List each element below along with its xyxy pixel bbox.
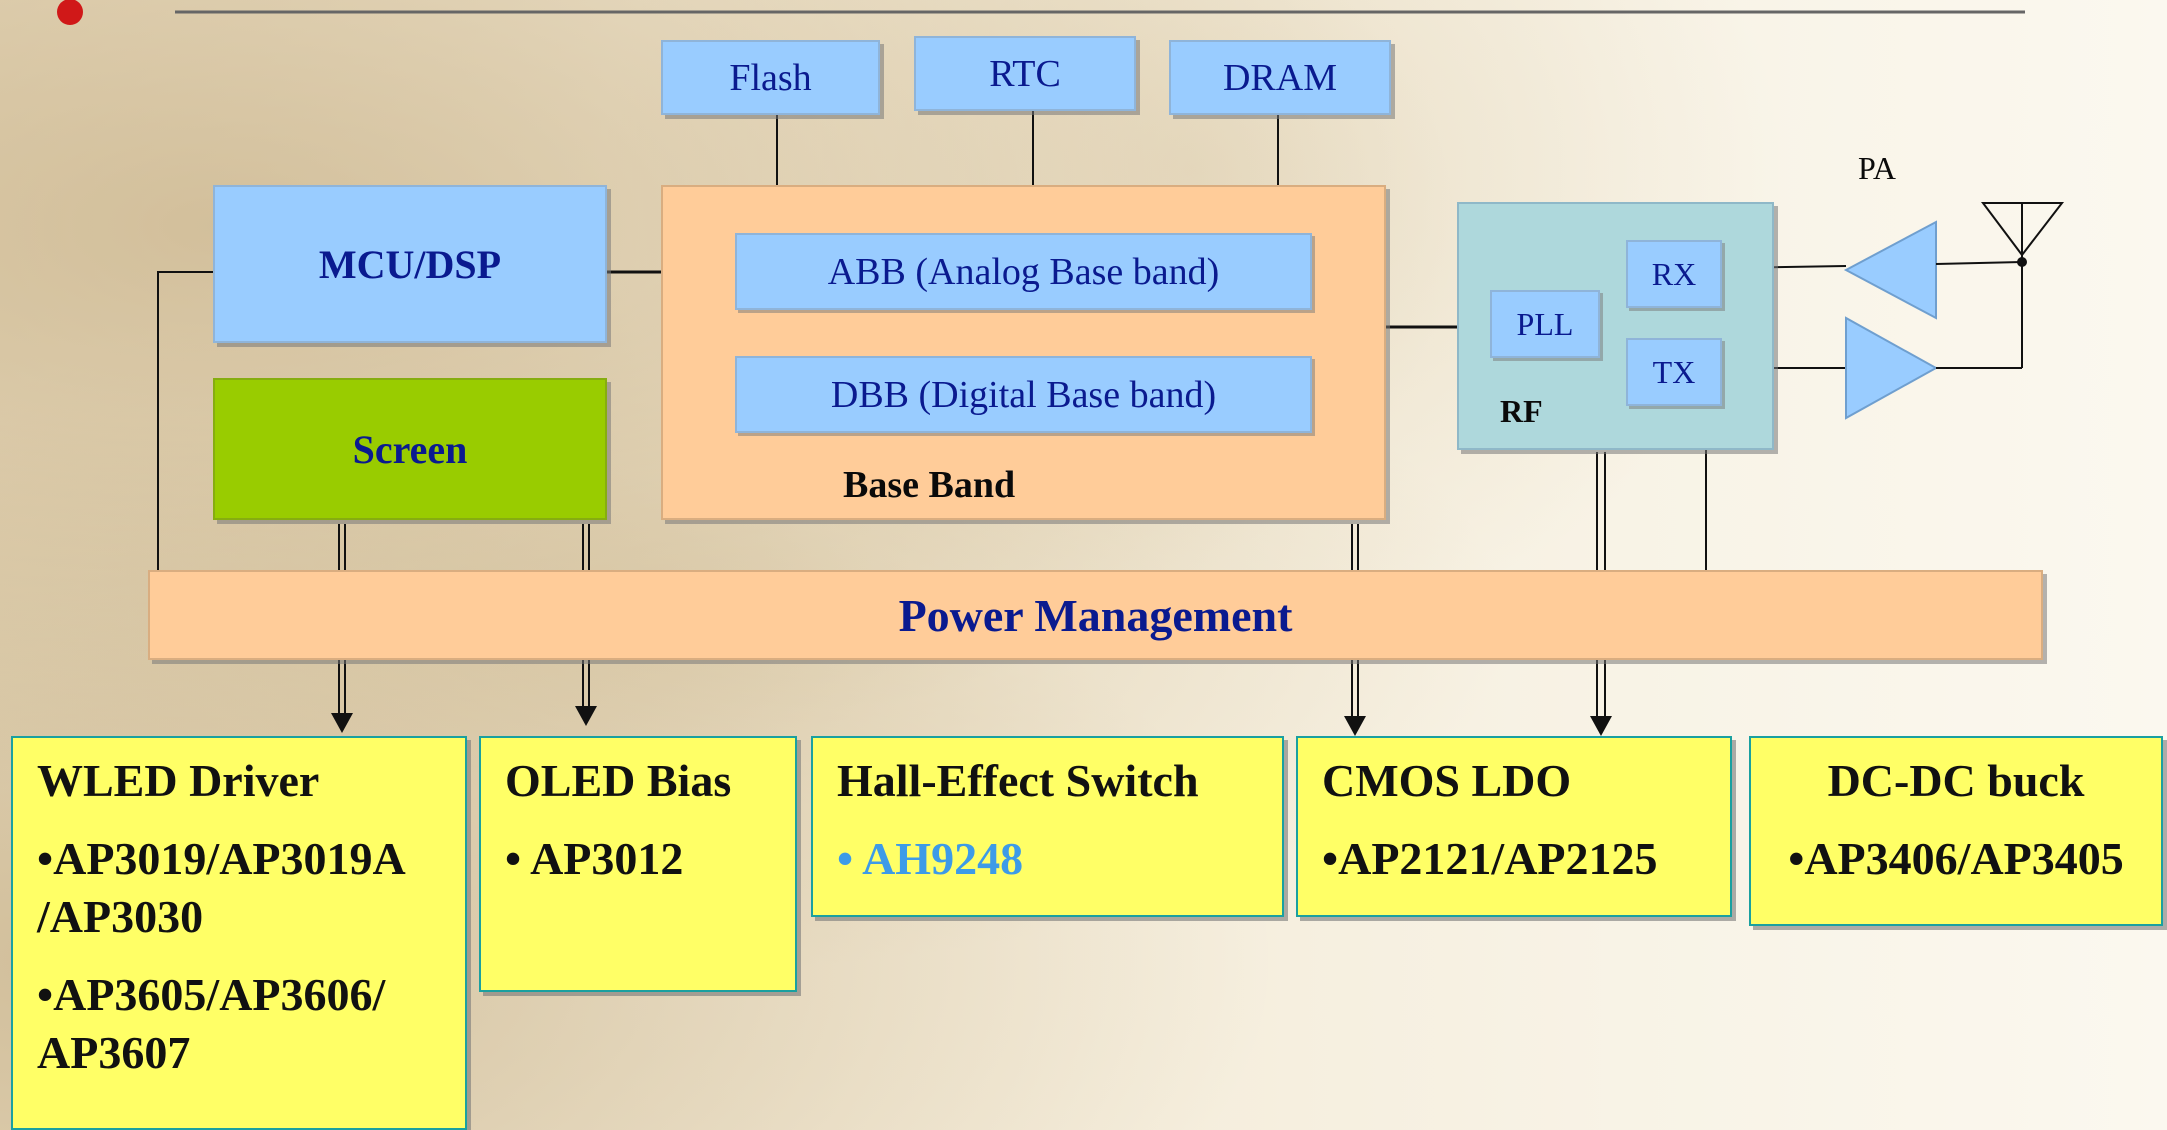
dram-label: DRAM (1222, 56, 1338, 99)
dbb-label: DBB (Digital Base band) (830, 373, 1217, 416)
product-title: DC-DC buck (1827, 755, 2085, 806)
tx-label: TX (1652, 353, 1696, 390)
product-cmos-ldo: CMOS LDO •AP2121/AP2125 (1296, 736, 1732, 917)
mcu-dsp-module: MCU/DSP (213, 185, 607, 343)
antenna-icon (1981, 202, 2065, 262)
power-management-bar: Power Management (148, 570, 2043, 660)
arrow-to-cmos-ldo-2 (1590, 660, 1612, 736)
power-management-label: Power Management (898, 589, 1293, 641)
product-title: Hall-Effect Switch (837, 755, 1199, 806)
dram-module: DRAM (1169, 40, 1391, 115)
arrow-to-oled (575, 660, 597, 726)
rf-title: RF (1500, 393, 1543, 429)
product-title: OLED Bias (505, 755, 732, 806)
mcu-power-link (157, 271, 213, 570)
product-item: •AP3605/AP3606/ AP3607 (37, 969, 386, 1078)
flash-label: Flash (729, 56, 812, 99)
pa-label: PA (1858, 150, 1896, 186)
rx-label: RX (1651, 255, 1697, 292)
product-dc-dc-buck: DC-DC buck •AP3406/AP3405 (1749, 736, 2163, 926)
pa-tx-amplifier (1845, 316, 1939, 420)
abb-label: ABB (Analog Base band) (827, 250, 1220, 293)
flash-module: Flash (661, 40, 880, 115)
base-band-title: Base Band (843, 464, 1016, 506)
pa-rx-amplifier (1843, 220, 1937, 320)
header-bullet (57, 0, 83, 25)
tx-block: TX (1626, 338, 1722, 406)
screen-module: Screen (213, 378, 607, 520)
product-oled-bias: OLED Bias • AP3012 (479, 736, 797, 992)
dbb-module: DBB (Digital Base band) (735, 356, 1312, 433)
product-title: WLED Driver (37, 755, 320, 806)
product-item: • AP3012 (505, 833, 684, 884)
product-item: •AP3406/AP3405 (1788, 833, 2124, 884)
product-hall-effect-switch: Hall-Effect Switch • AH9248 (811, 736, 1284, 917)
product-item: •AP3019/AP3019A /AP3030 (37, 833, 404, 942)
pll-label: PLL (1516, 305, 1574, 342)
screen-label: Screen (352, 426, 468, 472)
rtc-label: RTC (989, 52, 1061, 95)
mcu-dsp-label: MCU/DSP (318, 241, 502, 287)
product-item: •AP2121/AP2125 (1322, 833, 1658, 884)
arrow-to-cmos-ldo-1 (1344, 660, 1366, 736)
product-wled-driver: WLED Driver •AP3019/AP3019A /AP3030 •AP3… (11, 736, 467, 1130)
product-item-link[interactable]: • AH9248 (837, 833, 1024, 884)
rtc-module: RTC (914, 36, 1136, 111)
rx-block: RX (1626, 240, 1722, 308)
arrow-to-wled (331, 660, 353, 733)
abb-module: ABB (Analog Base band) (735, 233, 1312, 310)
pll-block: PLL (1490, 290, 1600, 358)
product-title: CMOS LDO (1322, 755, 1572, 806)
